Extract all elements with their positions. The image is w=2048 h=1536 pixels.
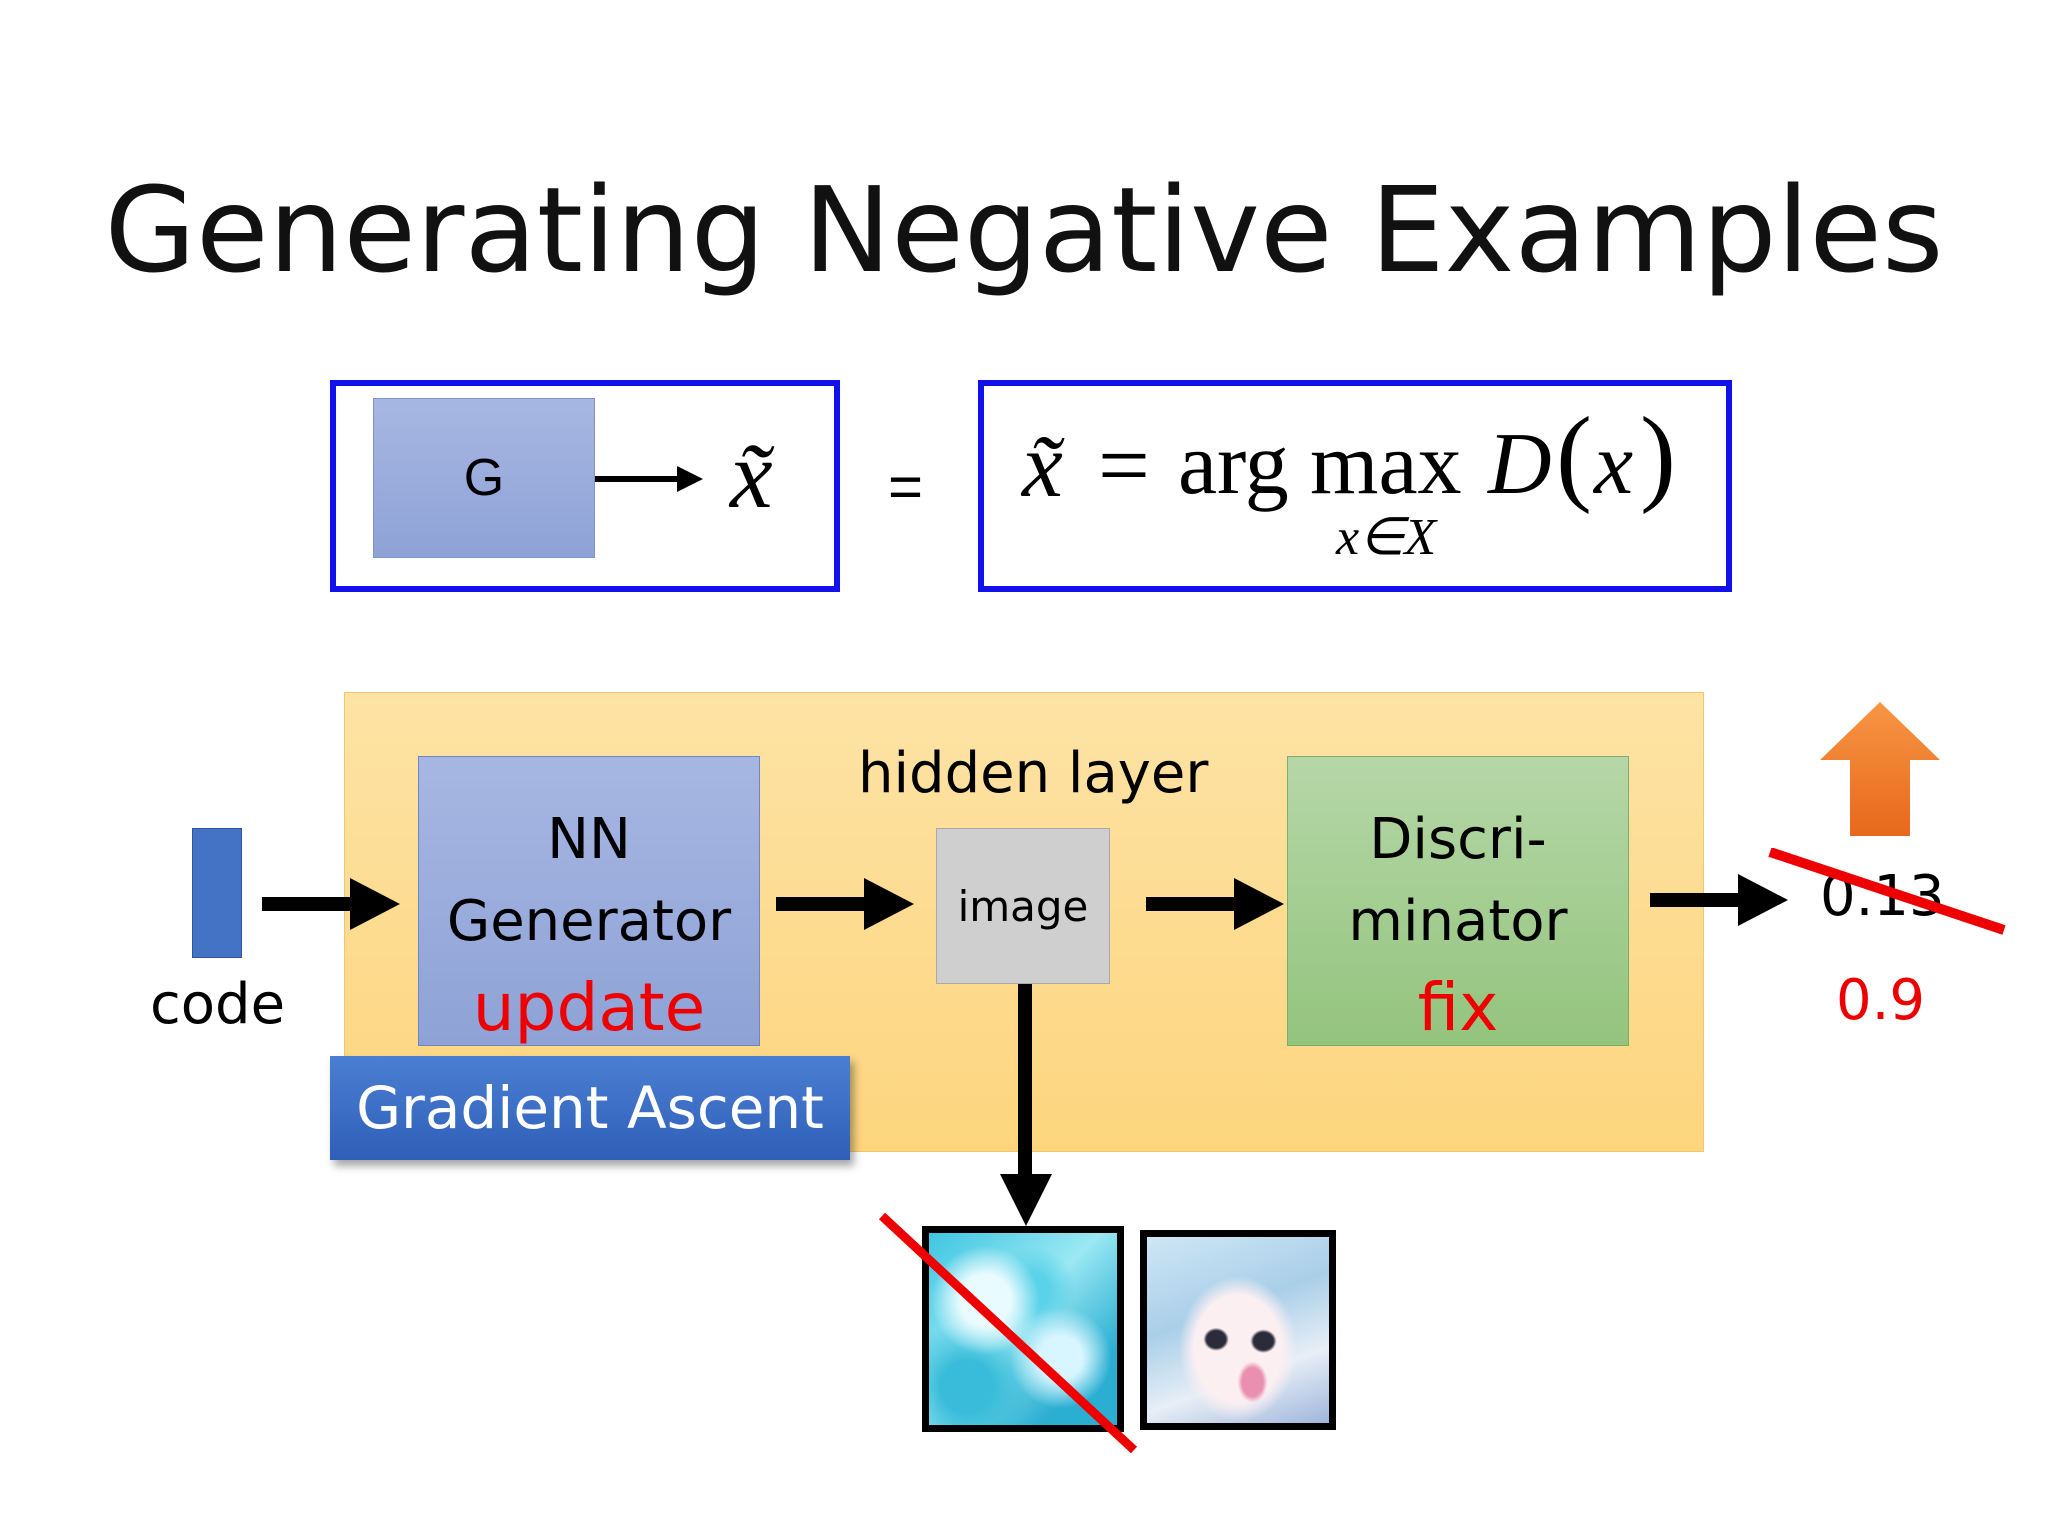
hidden-layer-label: hidden layer — [858, 741, 1209, 806]
left-paren: ( — [1556, 396, 1592, 515]
image-label: image — [957, 881, 1089, 931]
image-to-discriminator-arrow — [1146, 878, 1284, 930]
discriminator-to-score-arrow — [1650, 874, 1788, 926]
old-score-strike — [1768, 848, 2006, 935]
discriminator-fix-label: fix — [1417, 969, 1499, 1046]
discriminator-line2: minator — [1348, 889, 1568, 954]
formula-equals: = — [1098, 414, 1150, 516]
generator-to-image-arrow — [776, 878, 914, 930]
generator-update-label: update — [472, 969, 706, 1046]
image-block: image — [936, 828, 1110, 984]
discriminator-block: Discri- minator — [1287, 756, 1629, 1046]
argmax-subscript: x∈X — [1336, 509, 1437, 566]
code-to-generator-arrow — [262, 878, 400, 930]
generator-formula-box — [330, 380, 840, 592]
g-output-arrow — [595, 466, 703, 492]
image-down-arrow — [1000, 984, 1052, 1226]
max-text: max — [1310, 416, 1462, 513]
g-label: G — [463, 449, 505, 507]
generator-line1: NN — [547, 807, 631, 872]
d-function: D — [1488, 416, 1552, 513]
g-block: G — [373, 398, 595, 558]
gradient-ascent-label: Gradient Ascent — [330, 1056, 850, 1160]
x-tilde-lhs: x̃ — [1022, 414, 1063, 516]
generated-image-good — [1140, 1230, 1336, 1430]
argmax-formula-box — [978, 380, 1732, 592]
slide-title: Generating Negative Examples — [104, 161, 1944, 299]
new-score: 0.9 — [1836, 968, 1926, 1033]
generated-image-bad — [922, 1226, 1124, 1432]
increase-arrow-icon — [1820, 702, 1940, 836]
nn-generator-block: NN Generator — [418, 756, 760, 1046]
generator-line2: Generator — [446, 889, 732, 954]
equals-sign: = — [888, 453, 924, 520]
discriminator-line1: Discri- — [1369, 807, 1547, 872]
d-argument: x — [1594, 416, 1634, 513]
right-paren: ) — [1640, 396, 1676, 515]
arg-text: arg — [1178, 416, 1289, 513]
bad-image-strike — [878, 1212, 1138, 1454]
code-label: code — [150, 972, 286, 1037]
gradient-ascent-text: Gradient Ascent — [356, 1074, 824, 1142]
x-tilde-output: x̃ — [730, 421, 773, 528]
code-vector — [192, 828, 242, 958]
